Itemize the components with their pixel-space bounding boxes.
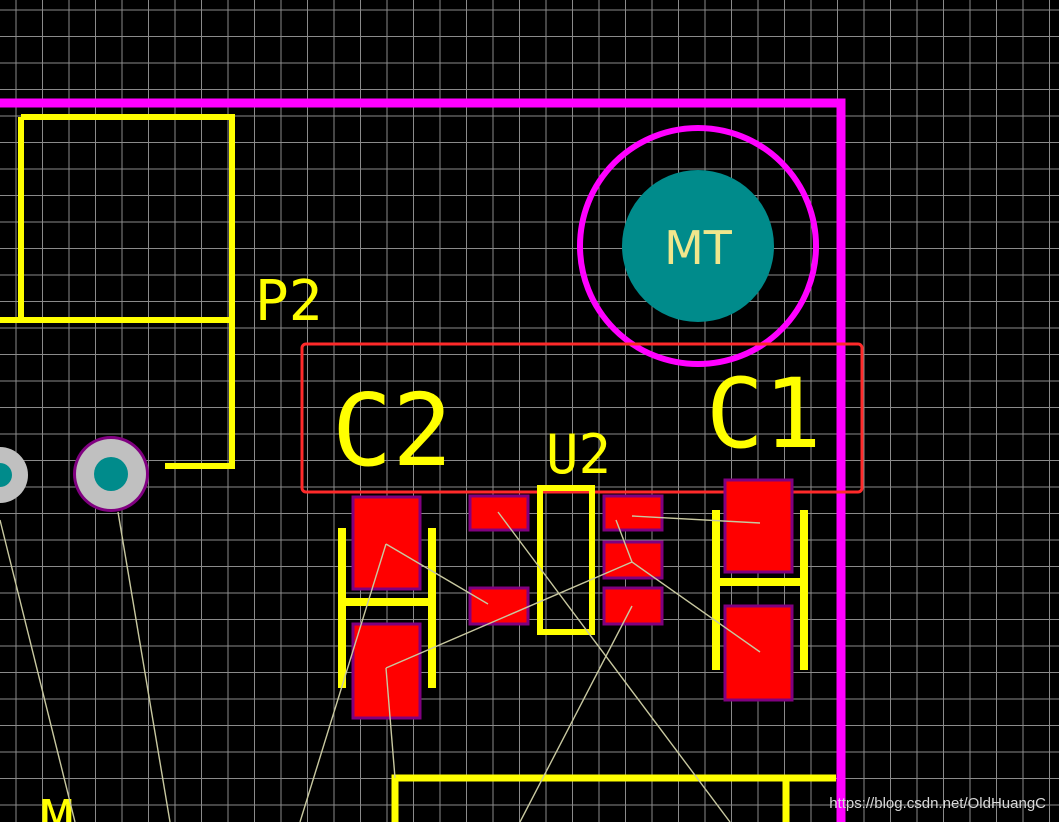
bottom-component-silkscreen <box>391 774 836 822</box>
via-left[interactable] <box>73 436 149 512</box>
designator-c1: C1 <box>706 358 822 470</box>
mounting-hole-label: MT <box>664 221 733 275</box>
u2-pad-3[interactable] <box>602 586 664 626</box>
board-outline-edge <box>0 98 846 822</box>
u2-pad-2[interactable] <box>468 586 530 626</box>
c1-pad-2[interactable] <box>723 604 794 702</box>
c1-pad-1[interactable] <box>723 478 794 574</box>
c2-silkscreen <box>338 528 436 688</box>
c2-pad-1[interactable] <box>351 495 422 591</box>
u2-pad-5[interactable] <box>602 494 664 532</box>
connector-p2-body <box>21 114 235 469</box>
watermark-text: https://blog.csdn.net/OldHuangC <box>829 795 1046 812</box>
board-outline <box>0 98 846 822</box>
ratsnest-connections <box>0 511 761 822</box>
connector-p2-silkscreen[interactable] <box>0 114 235 469</box>
mounting-hole-mt[interactable]: MT <box>577 125 819 367</box>
u2-pad-4[interactable] <box>602 540 664 580</box>
u2-silkscreen <box>537 485 595 635</box>
component-bottom-outline[interactable] <box>391 774 836 822</box>
designator-c2: C2 <box>332 372 452 489</box>
component-c1[interactable] <box>712 478 808 702</box>
connector-p2-inner-box <box>0 117 232 323</box>
component-u2[interactable] <box>468 485 664 635</box>
via-left-partial[interactable] <box>0 447 28 503</box>
highlight-selection-box <box>300 342 864 494</box>
designator-p2: P2 <box>255 269 322 334</box>
designator-u2: U2 <box>546 423 611 486</box>
c1-silkscreen <box>712 510 808 670</box>
